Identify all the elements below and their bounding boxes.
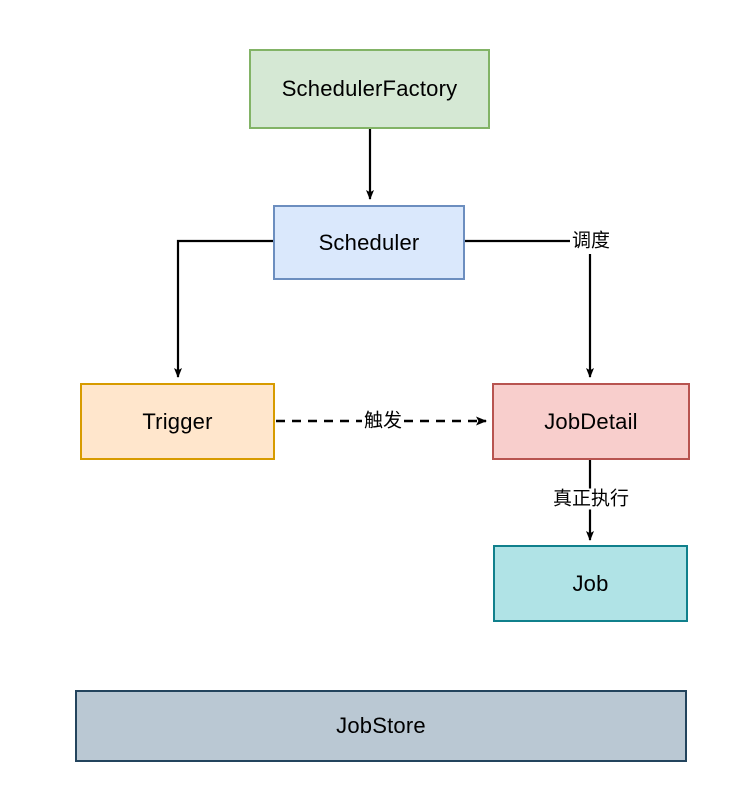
node-label-job-store: JobStore (336, 713, 426, 738)
edge-label-real-execute: 真正执行 (550, 488, 632, 510)
edge-scheduler-to-trigger (174, 239, 273, 378)
node-job-detail[interactable]: JobDetail (492, 383, 690, 460)
node-trigger[interactable]: Trigger (80, 383, 275, 460)
node-scheduler[interactable]: Scheduler (273, 205, 465, 280)
node-label-job: Job (572, 570, 609, 596)
node-label-job-detail: JobDetail (544, 408, 638, 434)
edge-label-dispatch: 调度 (569, 230, 613, 252)
node-scheduler-factory[interactable]: SchedulerFactory (249, 49, 490, 129)
node-label-scheduler-factory: SchedulerFactory (281, 76, 458, 101)
node-label-scheduler: Scheduler (318, 229, 420, 255)
node-label-trigger: Trigger (142, 408, 213, 434)
edge-label-trigger-fire: 触发 (361, 410, 405, 432)
node-job-store[interactable]: JobStore (75, 690, 687, 762)
node-job[interactable]: Job (493, 545, 688, 622)
